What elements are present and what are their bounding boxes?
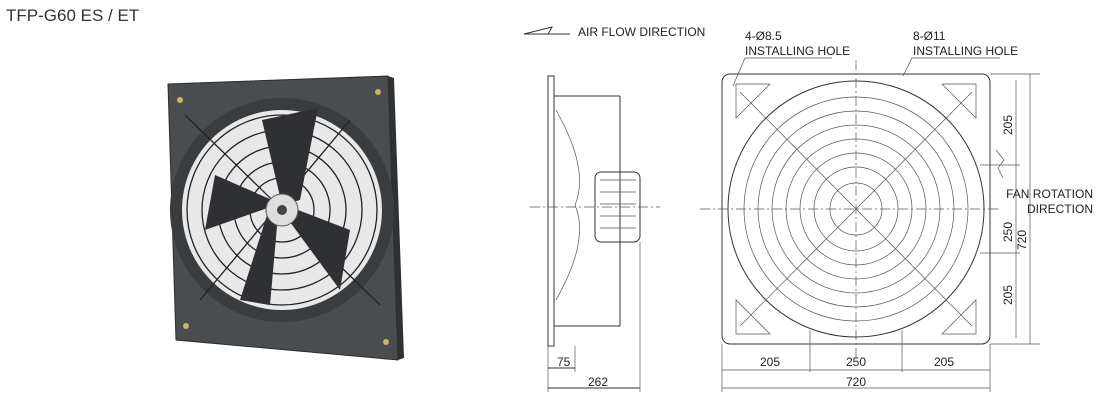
product-photo bbox=[167, 75, 404, 361]
right-dim-total: 720 bbox=[1015, 230, 1029, 250]
bottom-dim-center: 250 bbox=[846, 355, 866, 369]
right-dim-center: 250 bbox=[1001, 222, 1015, 242]
large-hole-label: INSTALLING HOLE bbox=[913, 44, 1018, 58]
small-hole-spec: 4-Ø8.5 bbox=[745, 29, 782, 43]
air-flow-arrow-icon bbox=[523, 26, 570, 35]
right-dim-bottom: 205 bbox=[1001, 285, 1015, 305]
small-hole-label: INSTALLING HOLE bbox=[745, 44, 850, 58]
large-hole-spec: 8-Ø11 bbox=[913, 29, 946, 43]
rotation-label-1: FAN ROTATION bbox=[1006, 187, 1093, 201]
right-dim-top: 205 bbox=[1001, 115, 1015, 135]
bottom-dim-total: 720 bbox=[846, 375, 866, 389]
side-view bbox=[530, 75, 660, 392]
product-title: TFP-G60 ES / ET bbox=[6, 6, 140, 25]
air-flow-label: AIR FLOW DIRECTION bbox=[578, 25, 705, 39]
side-depth-dim: 262 bbox=[588, 375, 608, 389]
bottom-dim-right: 205 bbox=[934, 355, 954, 369]
front-view bbox=[700, 57, 1040, 392]
rotation-label-2: DIRECTION bbox=[1027, 202, 1093, 216]
bottom-dim-left: 205 bbox=[760, 355, 780, 369]
side-flange-dim: 75 bbox=[557, 355, 571, 369]
